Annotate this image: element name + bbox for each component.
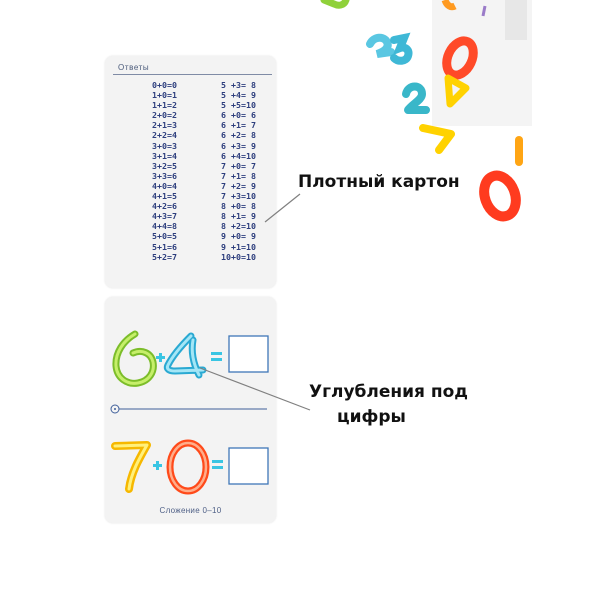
plastic-number-0-red-large — [479, 170, 521, 222]
callout-recess-line-2: цифры — [337, 407, 406, 427]
equation-row-1 — [112, 330, 269, 387]
recess-digit-7 — [111, 441, 151, 493]
recess-digit-0 — [166, 439, 210, 495]
equals-icon — [211, 352, 222, 361]
answer-box-1[interactable] — [228, 335, 269, 373]
plastic-number-0-red — [442, 36, 478, 80]
example-card-illustration — [110, 330, 269, 495]
callout-line-cardboard — [264, 193, 301, 223]
answer-box-2[interactable] — [228, 447, 269, 485]
answers-card: Ответы 0+0=0 1+0=1 1+1=2 2+0=2 2+1=3 2+2… — [105, 56, 276, 288]
answers-title: Ответы — [118, 63, 150, 72]
equals-icon — [212, 460, 223, 469]
example-card-subtitle: Сложение 0–10 — [159, 506, 222, 515]
plastic-triangle-yellow — [444, 74, 470, 108]
plastic-piece-green — [320, 0, 457, 11]
equation-row-2 — [111, 439, 269, 495]
plastic-number-7-yellow — [419, 124, 455, 154]
card-divider — [110, 404, 267, 414]
callout-recess-line-1: Углубления под — [309, 382, 469, 402]
answers-right-column: 5 +3= 8 5 +4= 9 5 +5=10 6 +0= 6 6 +1= 7 … — [221, 80, 256, 262]
answers-divider — [113, 74, 272, 75]
plastic-number-5-cyan — [366, 32, 413, 65]
example-card: Сложение 0–10 — [105, 297, 276, 523]
plus-icon — [153, 461, 162, 470]
callout-line-recess — [199, 367, 311, 411]
answers-left-column: 0+0=0 1+0=1 1+1=2 2+0=2 2+1=3 2+2=4 3+0=… — [152, 80, 177, 262]
recess-digit-6 — [112, 330, 157, 387]
plus-icon — [156, 353, 165, 362]
recess-digit-4 — [163, 332, 207, 379]
callout-cardboard: Плотный картон — [298, 172, 460, 192]
plastic-number-2-teal — [402, 82, 430, 114]
